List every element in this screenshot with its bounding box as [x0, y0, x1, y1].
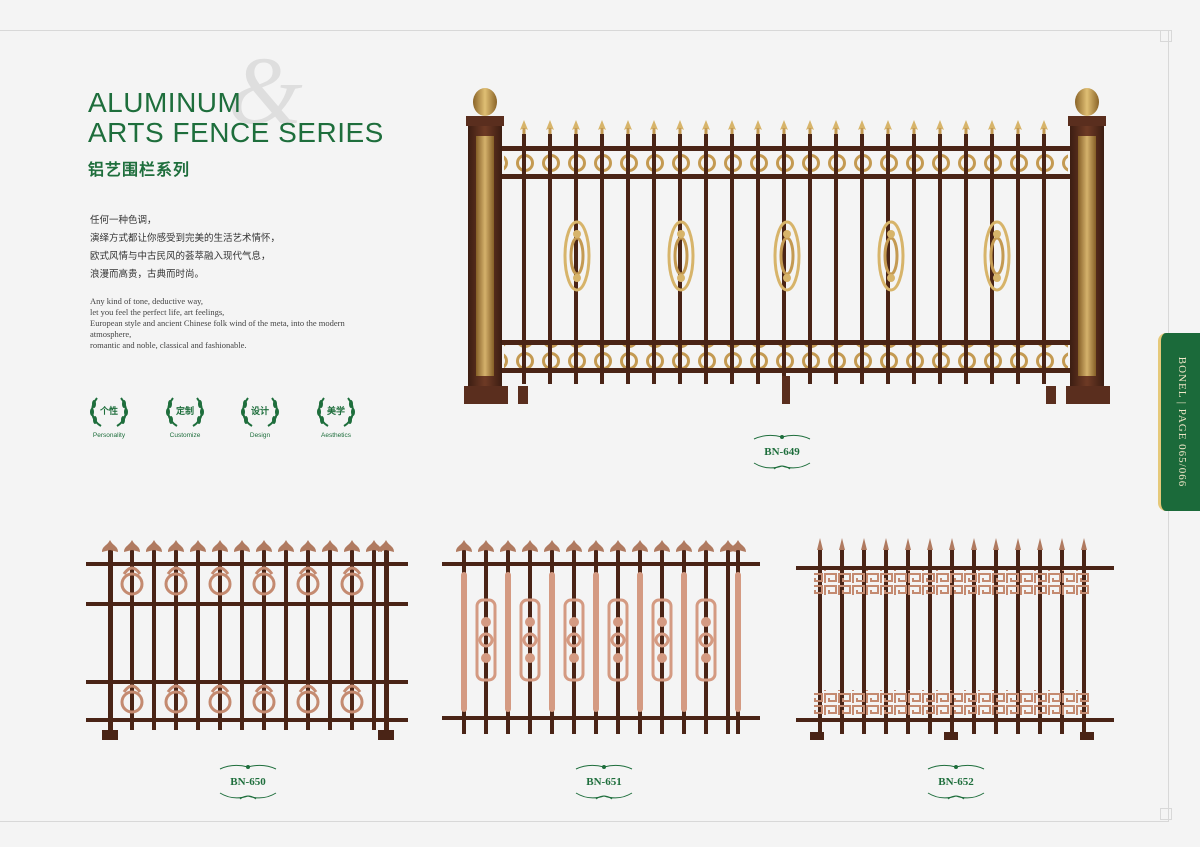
description-en: Any kind of tone, deductive way, let you…	[90, 296, 370, 351]
feature-design: 设计 Design	[232, 394, 288, 439]
feature-cn: 设计	[250, 407, 269, 417]
feature-cn: 个性	[99, 407, 118, 417]
frame-corner-bottom	[1160, 808, 1172, 820]
feature-customize: 定制 Customize	[157, 394, 213, 439]
feature-en: Personality	[92, 432, 126, 439]
description-en-line: European style and ancient Chinese folk …	[90, 318, 345, 328]
feature-en: Customize	[169, 432, 201, 439]
description-cn: 任何一种色调， 演绎方式都让你感受到完美的生活艺术情怀， 欧式风情与中古民风的荟…	[90, 212, 360, 284]
ornament-divider-icon	[219, 792, 277, 800]
ornament-divider-icon	[575, 764, 633, 770]
series-title-cn: 铝艺围栏系列	[88, 160, 191, 179]
description-cn-line: 欧式风情与中古民风的荟萃融入现代气息，	[90, 251, 271, 262]
description-en-line: Any kind of tone, deductive way,	[90, 296, 203, 306]
frame-corner-top	[1160, 30, 1172, 42]
description-cn-line: 浪漫而高贵，古典而时尚。	[90, 269, 205, 280]
laurel-wreath-icon: 设计	[238, 394, 282, 430]
feature-en: Aesthetics	[321, 432, 351, 439]
laurel-wreath-icon: 个性	[87, 394, 131, 430]
product-code: BN-649	[764, 446, 800, 458]
ornament-divider-icon	[575, 792, 633, 800]
laurel-wreath-icon: 美学	[314, 394, 358, 430]
description-en-line: let you feel the perfect life, art feeli…	[90, 307, 225, 317]
description-en-line: atmosphere,	[90, 329, 132, 339]
feature-cn: 美学	[326, 407, 345, 417]
description-en-line: romantic and noble, classical and fashio…	[90, 340, 247, 350]
series-title: & ALUMINUM ARTS FENCE SERIES	[88, 43, 384, 148]
laurel-wreath-icon: 定制	[163, 394, 207, 430]
page-number: BONEL | PAGE 065/066	[1176, 356, 1188, 488]
ornament-divider-icon	[753, 434, 811, 440]
description-cn-line: 任何一种色调，	[90, 215, 157, 226]
fence-image-bn-649	[464, 88, 1110, 404]
title-line-1: ALUMINUM	[88, 87, 242, 118]
ornament-divider-icon	[927, 792, 985, 800]
ornament-divider-icon	[927, 764, 985, 770]
feature-personality: 个性 Personality	[81, 394, 137, 439]
product-code: BN-652	[938, 776, 974, 788]
description-cn-line: 演绎方式都让你感受到完美的生活艺术情怀，	[90, 233, 281, 244]
feature-aesthetics: 美学 Aesthetics	[308, 394, 364, 439]
ornament-divider-icon	[753, 462, 811, 470]
ornament-divider-icon	[219, 764, 277, 770]
fence-image-bn-650	[86, 540, 408, 740]
fence-image-bn-652	[796, 538, 1114, 740]
product-code: BN-651	[586, 776, 622, 788]
product-label-bn-650: BN-650	[208, 758, 288, 806]
product-label-bn-651: BN-651	[564, 758, 644, 806]
title-line-2: ARTS FENCE SERIES	[88, 117, 384, 148]
product-code: BN-650	[230, 776, 266, 788]
page-side-tab: BONEL | PAGE 065/066	[1158, 333, 1200, 511]
feature-en: Design	[249, 432, 271, 439]
product-label-bn-649: BN-649	[742, 428, 822, 476]
fence-image-bn-651	[442, 540, 760, 734]
feature-cn: 定制	[175, 407, 194, 417]
product-label-bn-652: BN-652	[916, 758, 996, 806]
